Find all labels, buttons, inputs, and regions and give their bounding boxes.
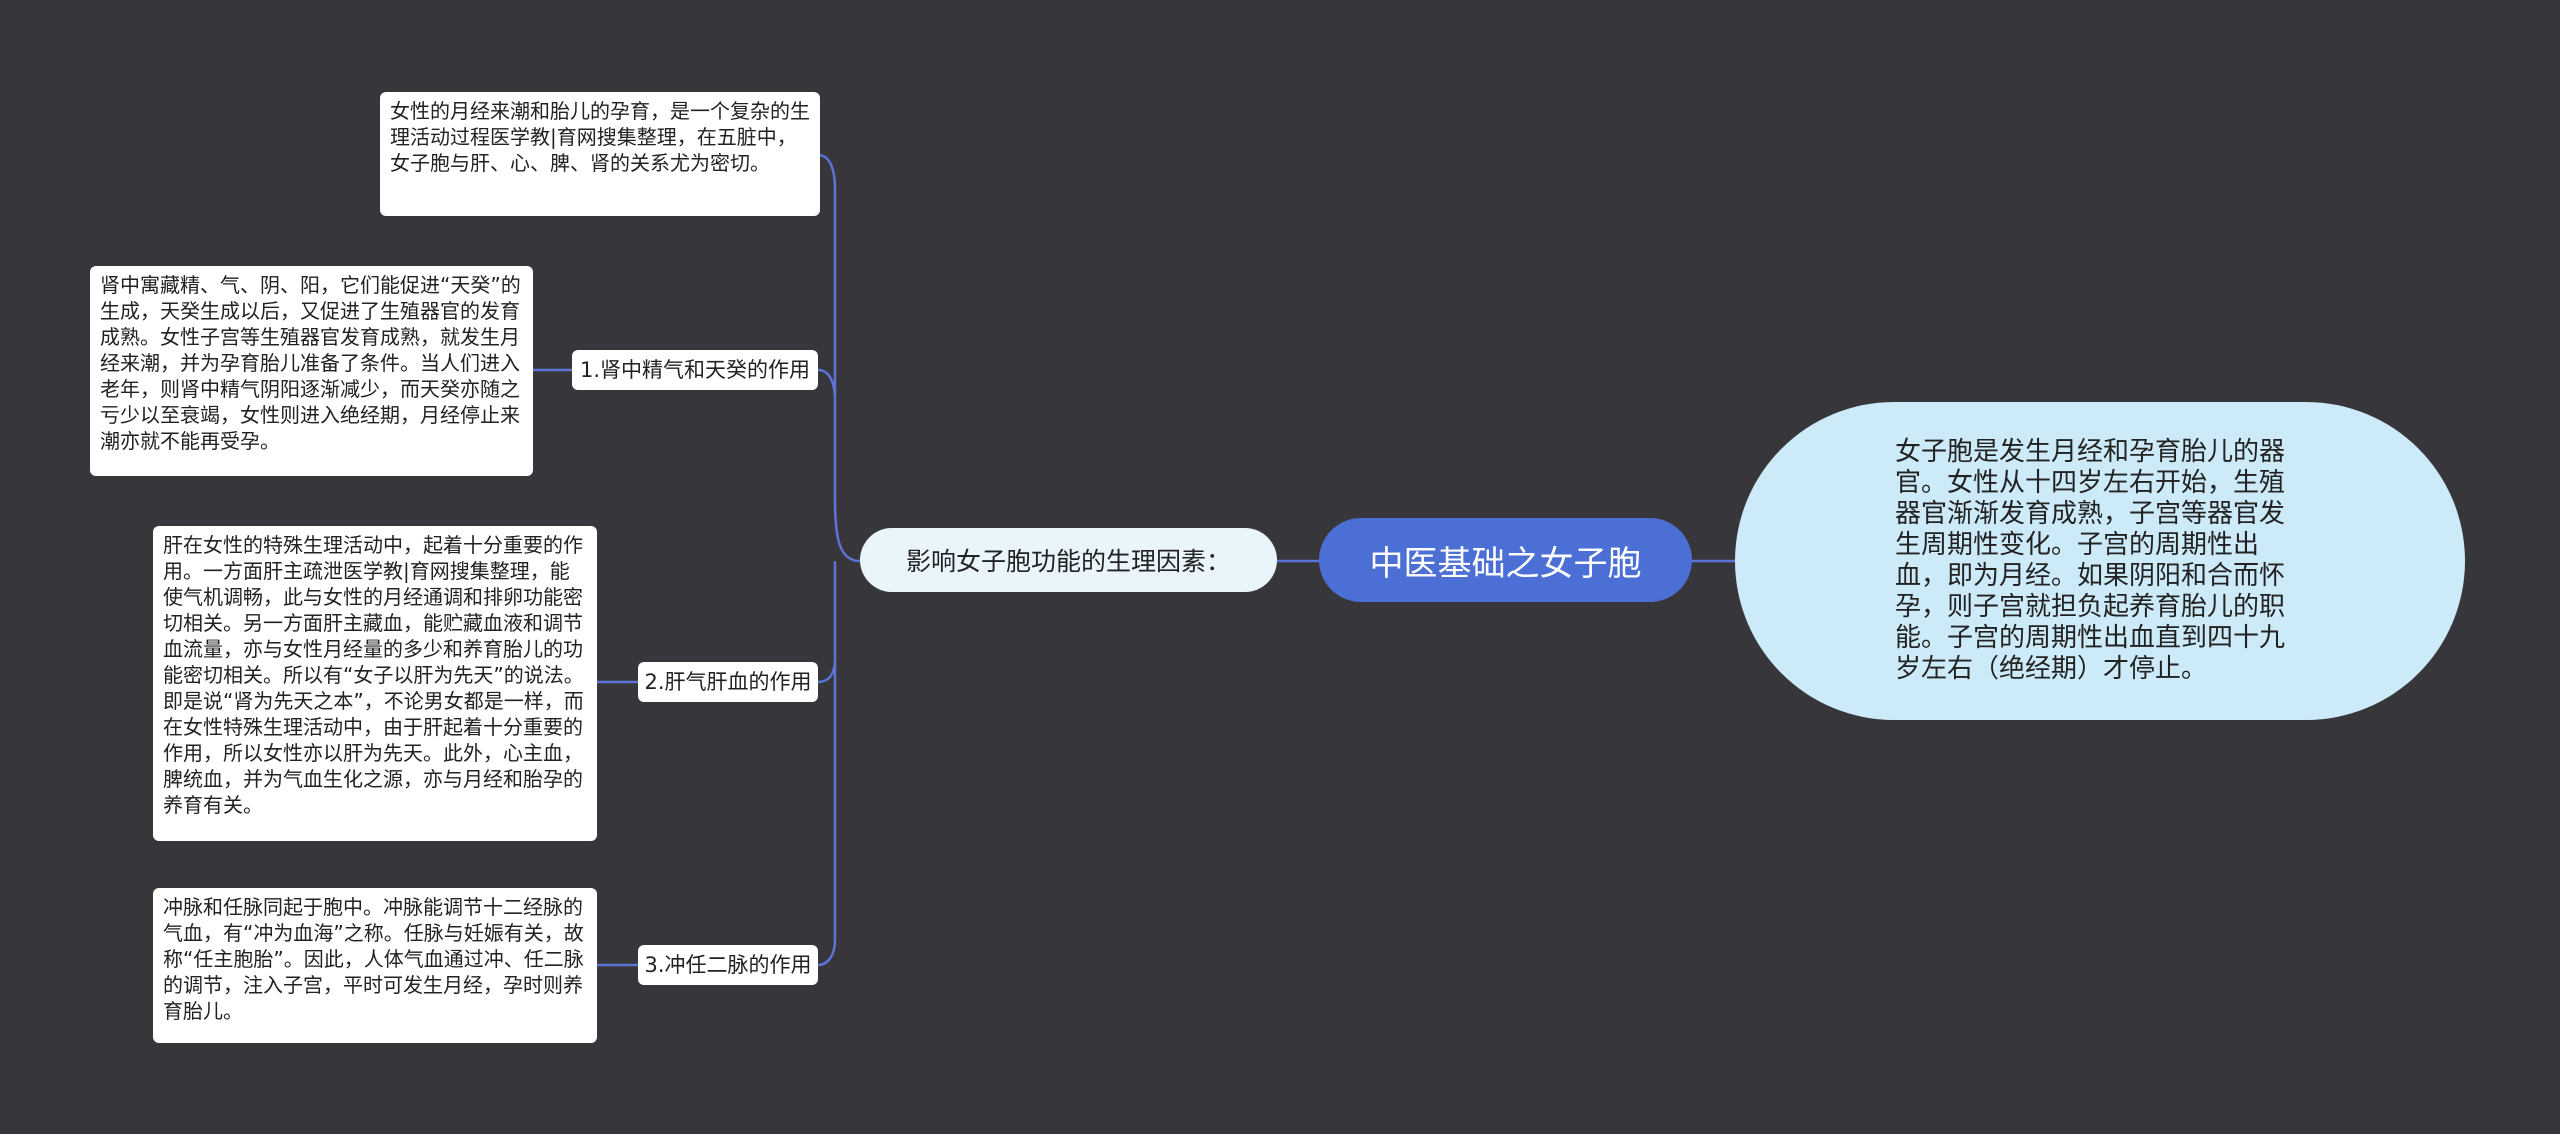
intro-note: 女性的月经来潮和胎儿的孕育，是一个复杂的生理活动过程医学教|育网搜集整理，在五脏… [380,92,820,216]
summary-text: 女子胞是发生月经和孕育胎儿的器官。女性从十四岁左右开始，生殖器官渐渐发育成熟，子… [1895,437,2286,684]
factor1-label[interactable]: 1.肾中精气和天癸的作用 [572,350,818,390]
factor2-label[interactable]: 2.肝气肝血的作用 [638,662,818,702]
factor1-note: 肾中寓藏精、气、阴、阳，它们能促进“天癸”的生成，天癸生成以后，又促进了生殖器官… [90,266,533,476]
factor3-label[interactable]: 3.冲任二脉的作用 [638,945,818,985]
factor3-note: 冲脉和任脉同起于胞中。冲脉能调节十二经脉的气血，有“冲为血海”之称。任脉与妊娠有… [153,888,597,1043]
summary-bubble: 女子胞是发生月经和孕育胎儿的器官。女性从十四岁左右开始，生殖器官渐渐发育成熟，子… [1735,402,2465,720]
factor2-note: 肝在女性的特殊生理活动中，起着十分重要的作用。一方面肝主疏泄医学教|育网搜集整理… [153,526,597,841]
root-topic[interactable]: 中医基础之女子胞 [1319,518,1692,602]
link-main-children [817,153,861,967]
main-topic[interactable]: 影响女子胞功能的生理因素： [860,528,1277,592]
